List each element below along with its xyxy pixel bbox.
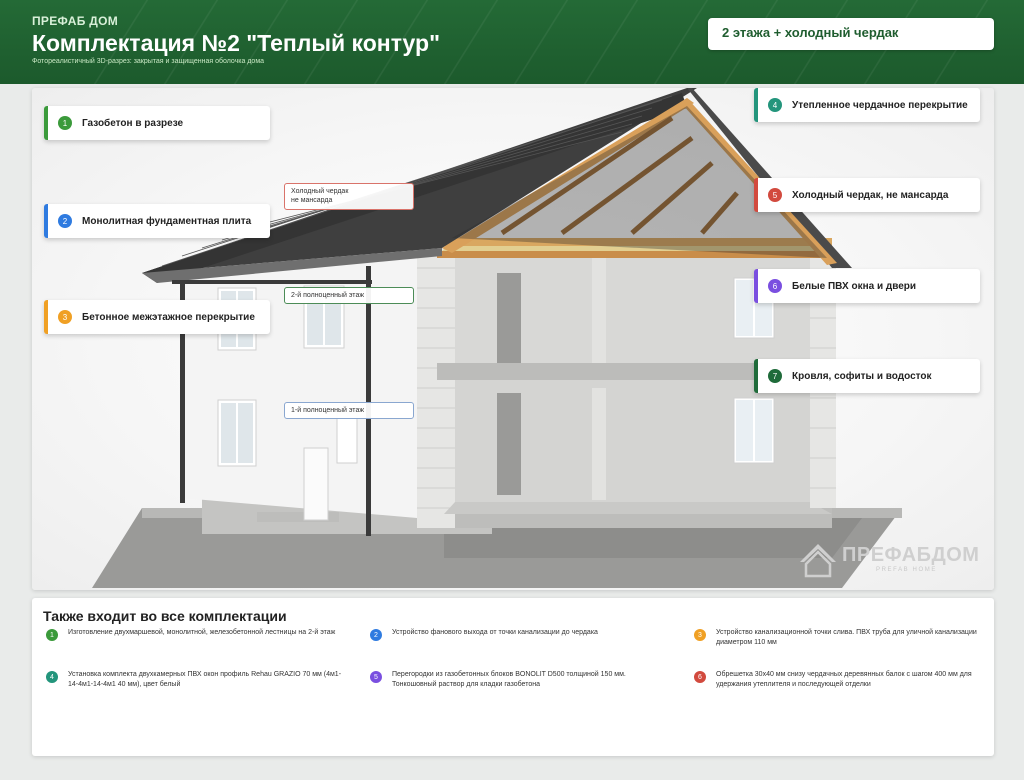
callout-label: Утепленное чердачное перекрытие [792,99,968,111]
callout-label: Бетонное межэтажное перекрытие [82,311,255,323]
feature-item: 2 Устройство фанового выхода от точки ка… [370,628,670,641]
feature-item: 1 Изготовление двухмаршевой, монолитной,… [46,628,346,641]
feature-text: Устройство фанового выхода от точки кана… [392,629,598,636]
feature-text: Обрешетка 30x40 мм снизу чердачных дерев… [716,671,972,689]
callout-roof-gutters: 7 Кровля, софиты и водосток [754,359,980,393]
feature-item: 4 Установка комплекта двухкамерных ПВХ о… [46,670,346,690]
watermark-text: ПРЕФАБДОМ [842,544,980,566]
tag-cold-attic: Холодный чердак не мансарда [284,183,414,210]
callout-number: 2 [58,214,72,228]
attic-insulation [437,238,832,258]
feature-item: 6 Обрешетка 30x40 мм снизу чердачных дер… [694,670,990,690]
callout-foundation-plate: 2 Монолитная фундаментная плита [44,204,270,238]
feature-text: Изготовление двухмаршевой, монолитной, ж… [68,629,336,636]
callout-cold-attic: 5 Холодный чердак, не мансарда [754,178,980,212]
callout-attic-insulation: 4 Утепленное чердачное перекрытие [754,88,980,122]
callout-number: 4 [768,98,782,112]
feature-text: Устройство канализационной точки слива. … [716,629,977,647]
page-title: Комплектация №2 "Теплый контур" [32,30,440,56]
feature-number: 3 [694,629,706,641]
callout-number: 6 [768,279,782,293]
feature-number: 4 [46,671,58,683]
callout-number: 3 [58,310,72,324]
feature-number: 1 [46,629,58,641]
feature-number: 2 [370,629,382,641]
callout-label: Монолитная фундаментная плита [82,215,252,227]
callout-aerated-concrete: 1 Газобетон в разрезе [44,106,270,140]
brand-name: ПРЕФАБ ДОМ [32,14,119,28]
tag-line: не мансарда [291,197,333,205]
panel-title: Также входит во все комплектации [43,608,287,624]
feature-text: Перегородки из газобетонных блоков BONOL… [392,671,626,689]
callout-label: Газобетон в разрезе [82,117,184,129]
watermark-logo: ПРЕФАБДОМ PREFAB HOME [798,540,980,582]
house-illustration: 1 Газобетон в разрезе 2 Монолитная фунда… [32,88,994,590]
downpipes [172,266,372,536]
aerated-block-column [417,248,455,528]
callout-number: 1 [58,116,72,130]
floors-badge: 2 этажа + холодный чердак [708,18,994,50]
tag-second-floor: 2-й полноценный этаж [284,287,414,305]
header-banner: ПРЕФАБ ДОМ Комплектация №2 "Теплый конту… [0,0,1024,84]
tag-first-floor: 1-й полноценный этаж [284,402,414,420]
floor-slab [437,363,822,380]
feature-number: 6 [694,671,706,683]
callout-floor-slab: 3 Бетонное межэтажное перекрытие [44,300,270,334]
callout-pvc-windows: 6 Белые ПВХ окна и двери [754,269,980,303]
feature-text: Установка комплекта двухкамерных ПВХ око… [68,671,342,689]
callout-label: Холодный чердак, не мансарда [792,189,949,201]
included-features-panel: Также входит во все комплектации 1 Изгот… [32,598,994,756]
watermark-subtext: PREFAB HOME [876,567,937,573]
callout-number: 7 [768,369,782,383]
tag-line: Холодный чердак [291,188,349,195]
feature-item: 3 Устройство канализационной точки слива… [694,628,990,648]
feature-number: 5 [370,671,382,683]
house-logo-icon [800,544,836,578]
house-cutaway-image [92,88,902,588]
callout-label: Кровля, софиты и водосток [792,370,932,382]
callout-number: 5 [768,188,782,202]
entry-door [303,447,329,521]
feature-item: 5 Перегородки из газобетонных блоков BON… [370,670,670,690]
page-subtitle: Фотореалистичный 3D-разрез: закрытая и з… [32,58,265,65]
callout-label: Белые ПВХ окна и двери [792,280,917,292]
